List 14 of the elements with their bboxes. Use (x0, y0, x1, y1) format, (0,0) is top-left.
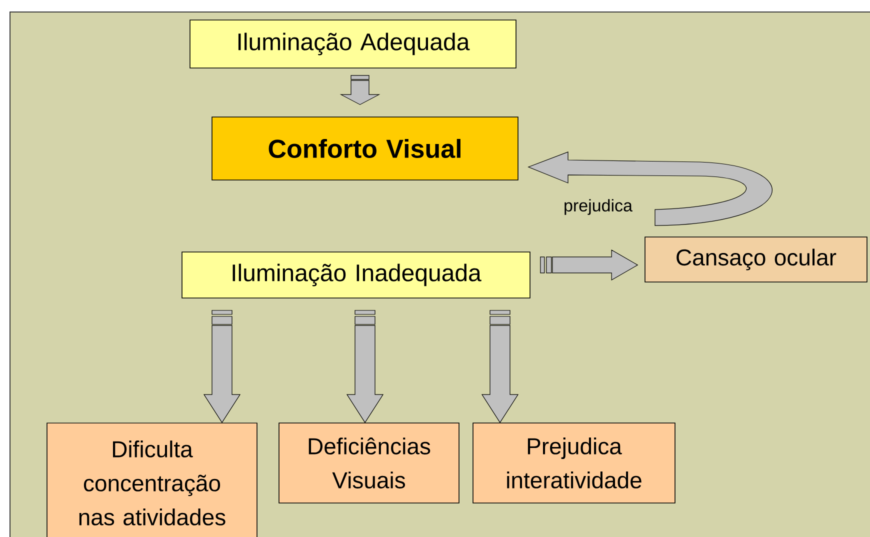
text-box: Iluminação Inadequada (182, 252, 530, 298)
curved-arrow (528, 152, 772, 226)
text-box: Iluminação Adequada (190, 20, 516, 68)
text-box: Dificulta concentração nas atividades (46, 422, 258, 537)
text-box: Deficiências Visuais (278, 422, 460, 504)
block-arrow (481, 310, 519, 424)
block-arrow (340, 75, 380, 105)
block-arrow (540, 249, 638, 280)
highlight-box: Conforto Visual (212, 116, 518, 180)
block-arrow (203, 310, 241, 424)
text-box: Prejudica interatividade (472, 422, 676, 504)
text-box: Cansaço ocular (644, 236, 868, 282)
block-arrow (346, 310, 384, 424)
edge-label: prejudica (564, 199, 632, 215)
